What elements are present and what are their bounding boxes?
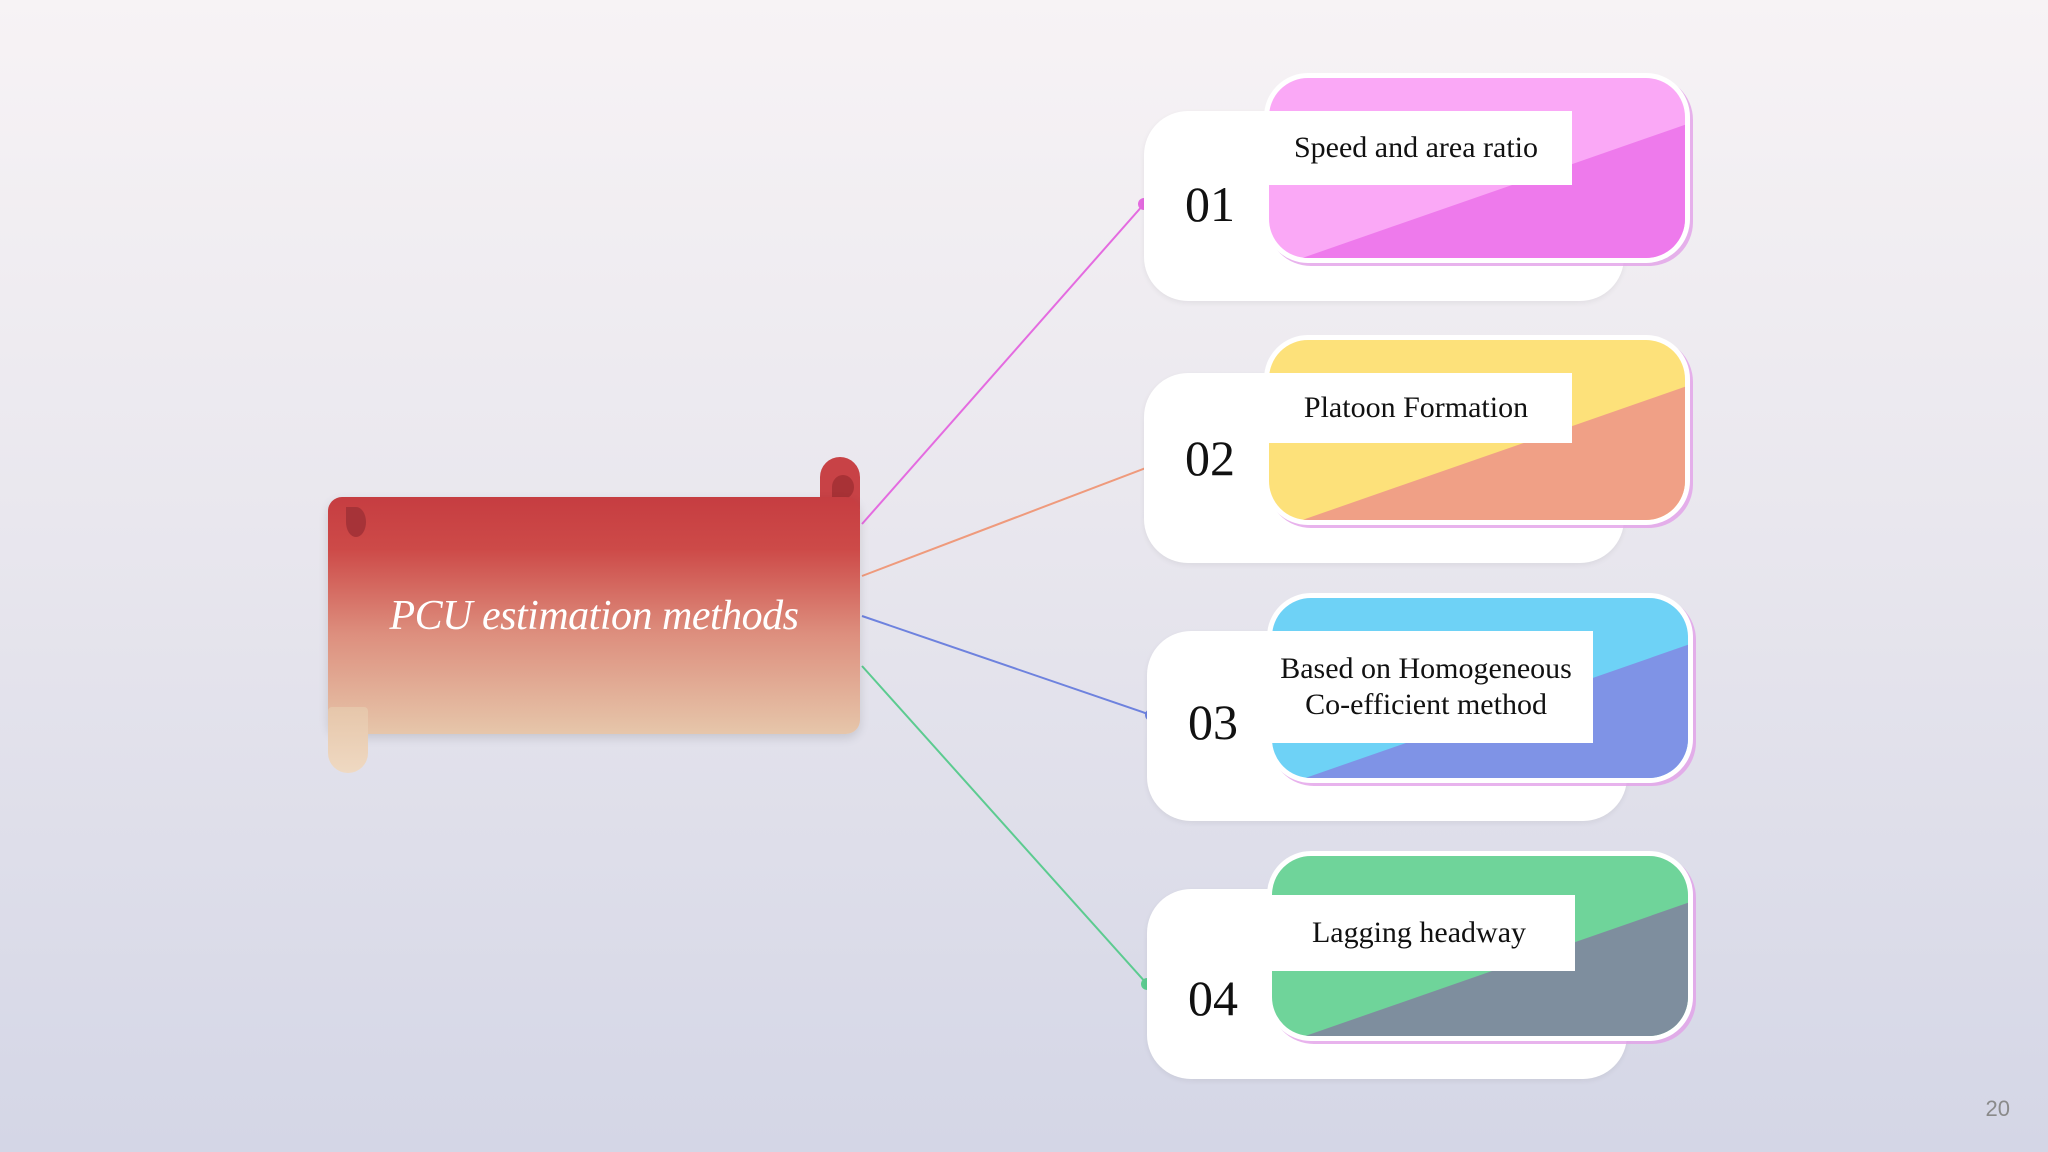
scroll-tail <box>328 707 368 773</box>
method-number: 03 <box>1188 694 1238 750</box>
connector-line-03 <box>861 615 1152 716</box>
method-label: Platoon Formation <box>1260 373 1572 443</box>
method-card-02: 02 Platoon Formation <box>1144 335 1704 565</box>
scroll-body <box>328 497 860 734</box>
method-label: Speed and area ratio <box>1260 111 1572 185</box>
method-card-04: 04 Lagging headway <box>1147 851 1707 1081</box>
method-card-01: 01 Speed and area ratio <box>1144 73 1704 303</box>
connector-line-04 <box>861 665 1148 985</box>
method-number: 02 <box>1185 430 1235 486</box>
central-title: PCU estimation methods <box>389 592 799 639</box>
connector-line-01 <box>861 203 1145 525</box>
method-card-03: 03 Based on Homogeneous Co-efficient met… <box>1147 593 1707 823</box>
method-label: Based on Homogeneous Co-efficient method <box>1259 631 1593 743</box>
method-number: 04 <box>1188 970 1238 1026</box>
method-label: Lagging headway <box>1263 895 1575 971</box>
central-scroll-banner: PCU estimation methods <box>328 457 860 773</box>
method-number: 01 <box>1185 176 1235 232</box>
slide-number: 20 <box>1985 1096 2010 1121</box>
connector-line-02 <box>861 465 1152 577</box>
scroll-curl-dot <box>346 507 366 537</box>
